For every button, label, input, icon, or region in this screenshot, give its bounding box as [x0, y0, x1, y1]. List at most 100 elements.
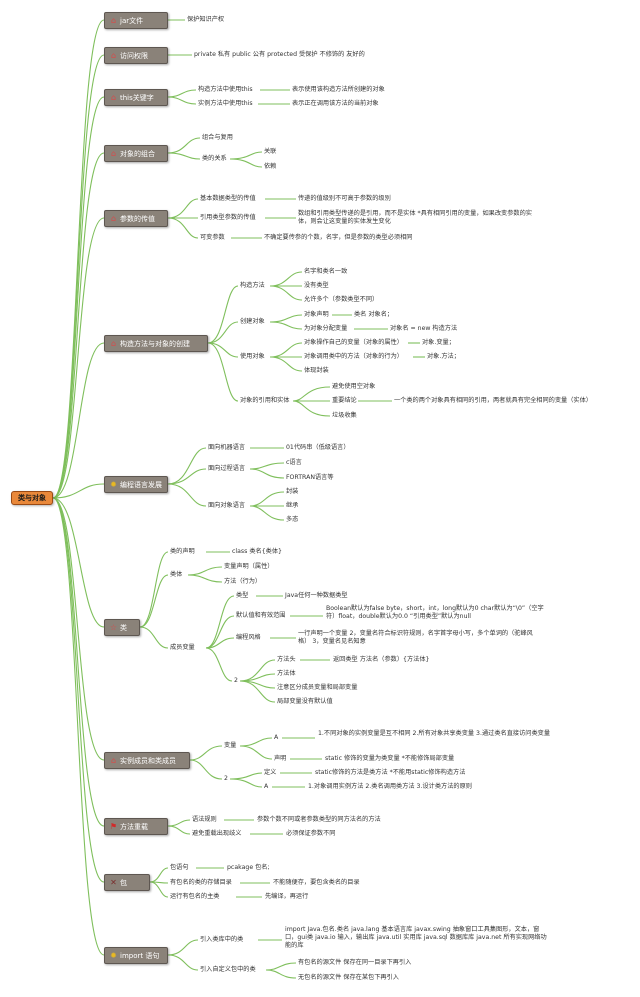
- branch-access[interactable]: ⌂访问权限: [104, 47, 168, 64]
- flag-icon: ⚑: [109, 822, 118, 831]
- branch-package[interactable]: ✕包: [104, 874, 150, 891]
- home-icon: ⌂: [110, 16, 117, 25]
- node-label: 类名 对象名；: [354, 311, 394, 318]
- node-label: 垃圾收集: [332, 412, 357, 419]
- home-icon: ⌂: [110, 756, 117, 765]
- node-label: 创建对象: [240, 318, 265, 325]
- home-icon: ⌂: [110, 339, 117, 348]
- home-icon: ⌂: [110, 149, 117, 158]
- branch-jar[interactable]: ⌂jar文件: [104, 12, 168, 29]
- node-label: 面向机器语言: [208, 444, 246, 451]
- star-icon: ☆: [109, 623, 118, 632]
- node-label: import Java.包名.类名 java.lang 基本语言库 javax.…: [285, 926, 547, 949]
- node-label: 默认值和有效范围: [236, 612, 286, 619]
- node-label: 无包名的源文件 保存在某包下再引入: [298, 974, 399, 981]
- node-label: 01代码串（低级语言）: [286, 444, 350, 451]
- node-label: 重要结论: [332, 397, 357, 404]
- node-label: Java任何一种数据类型: [285, 592, 348, 599]
- node-label: 封装: [286, 488, 299, 495]
- branch-jar-label: jar文件: [120, 17, 144, 25]
- node-label: 必须保证参数不同: [286, 830, 336, 837]
- node-label: 数组和引用类型传递的是引用，而不是实体 *具有相同引用的变量，如果改变参数的实体…: [298, 210, 532, 225]
- node-label: 变量声明（属性）: [224, 563, 274, 570]
- node-label: 引入自定义包中的类: [200, 966, 256, 973]
- node-label: 方法头: [277, 656, 296, 663]
- node-label: 对象调用类中的方法（对象的行为）: [304, 353, 403, 360]
- node-label: 没有类型: [304, 282, 329, 289]
- node-label: 引用类型参数的传值: [200, 214, 256, 221]
- node-label: A: [264, 783, 269, 790]
- node-label: 引入类库中的类: [200, 936, 244, 943]
- node-label: 实例方法中使用this: [198, 100, 253, 107]
- node-label: 类体: [170, 571, 183, 578]
- node-label: 体现封装: [304, 367, 329, 374]
- branch-lang-label: 编程语言发展: [120, 481, 162, 489]
- node-label: 可变参数: [200, 234, 225, 241]
- node-label: 声明: [274, 755, 287, 762]
- branch-instance[interactable]: ⌂实例成员和类成员: [104, 752, 190, 769]
- node-label: 依赖: [264, 163, 277, 170]
- node-label: 保护知识产权: [187, 16, 225, 23]
- node-label: 表示正在调用该方法的当前对象: [292, 100, 379, 107]
- node-label: FORTRAN语言等: [286, 474, 334, 481]
- node-label: 编程风格: [236, 634, 261, 641]
- node-label: static 修饰的变量为类变量 *不能修饰局部变量: [325, 755, 455, 762]
- node-label: 局部变量没有默认值: [277, 698, 333, 705]
- node-label: 方法（行为）: [224, 578, 262, 585]
- node-label: 2: [224, 775, 228, 782]
- node-label: 避免重载出现歧义: [192, 830, 242, 837]
- node-label: 一行声明一个变量 2，变量名符合标识符规则，名字首字母小写，多个单词的（驼峰风格…: [298, 630, 533, 645]
- node-label: 避免使用空对象: [332, 383, 376, 390]
- node-label: 对象操作自己的变量（对象的属性）: [304, 339, 403, 346]
- node-label: 类的声明: [170, 548, 195, 555]
- node-label: 返回类型 方法名（参数）{方法体}: [333, 656, 430, 663]
- node-label: 语法规则: [192, 816, 217, 823]
- root-node[interactable]: 类与对象: [11, 491, 53, 505]
- node-label: 2: [234, 677, 238, 684]
- lightbulb-icon: ✹: [110, 951, 117, 960]
- branch-compose[interactable]: ⌂对象的组合: [104, 145, 168, 162]
- node-label: 先编译，再运行: [265, 893, 309, 900]
- node-label: pcakage 包名;: [227, 864, 270, 871]
- node-label: 构造方法: [240, 282, 265, 289]
- branch-lang[interactable]: ✹编程语言发展: [104, 476, 168, 493]
- node-label: c语言: [286, 459, 302, 466]
- node-label: 类型: [236, 592, 249, 599]
- branch-package-label: 包: [120, 879, 127, 887]
- node-label: class 类名{类体}: [232, 548, 282, 555]
- node-label: 对象.方法；: [427, 353, 460, 360]
- node-label: Boolean默认为false byte，short，int，long默认为0 …: [326, 605, 544, 620]
- node-label: 成员变量: [170, 644, 195, 651]
- home-icon: ⌂: [110, 93, 117, 102]
- tools-icon: ✕: [110, 878, 117, 887]
- node-label: 方法体: [277, 670, 296, 677]
- node-label: static修饰的方法是类方法 *不能用static修饰构造方法: [315, 769, 466, 776]
- branch-class[interactable]: ☆类: [104, 619, 140, 636]
- node-label: 名字和类名一致: [304, 268, 348, 275]
- node-label: 类的关系: [202, 155, 227, 162]
- node-label: 一个类的两个对象具有相同的引用，两者就具有完全相同的变量（实体）: [394, 397, 592, 404]
- branch-import[interactable]: ✹import 语句: [104, 947, 168, 964]
- node-label: 不确定要传参的个数，名字，但是参数的类型必须相同: [264, 234, 413, 241]
- branch-param[interactable]: ⌂参数的传值: [104, 210, 168, 227]
- node-label: 表示使用该构造方法所创建的对象: [292, 86, 385, 93]
- branch-overload[interactable]: ⚑方法重载: [104, 818, 168, 835]
- branch-compose-label: 对象的组合: [120, 150, 155, 158]
- node-label: 对象的引用和实体: [240, 397, 290, 404]
- node-label: 不能随便存，要包含类名的目录: [273, 879, 360, 886]
- branch-this[interactable]: ⌂this关键字: [104, 89, 168, 106]
- node-label: 关联: [264, 148, 277, 155]
- node-label: 变量: [224, 742, 237, 749]
- branch-import-label: import 语句: [120, 952, 160, 960]
- node-label: 组合与复用: [202, 134, 233, 141]
- node-label: 对象声明: [304, 311, 329, 318]
- node-label: 继承: [286, 502, 299, 509]
- node-label: 注意区分成员变量和局部变量: [277, 684, 358, 691]
- node-label: 1.不同对象的实例变量是互不相同 2.所有对象共享类变量 3.通过类名直接访问类…: [318, 730, 551, 737]
- branch-construct[interactable]: ⌂构造方法与对象的创建: [104, 335, 208, 352]
- node-label: 面向对象语言: [208, 502, 246, 509]
- node-label: 有包名的类的存储目录: [170, 879, 232, 886]
- node-label: 多态: [286, 516, 299, 523]
- branch-construct-label: 构造方法与对象的创建: [120, 340, 190, 348]
- branch-param-label: 参数的传值: [120, 215, 155, 223]
